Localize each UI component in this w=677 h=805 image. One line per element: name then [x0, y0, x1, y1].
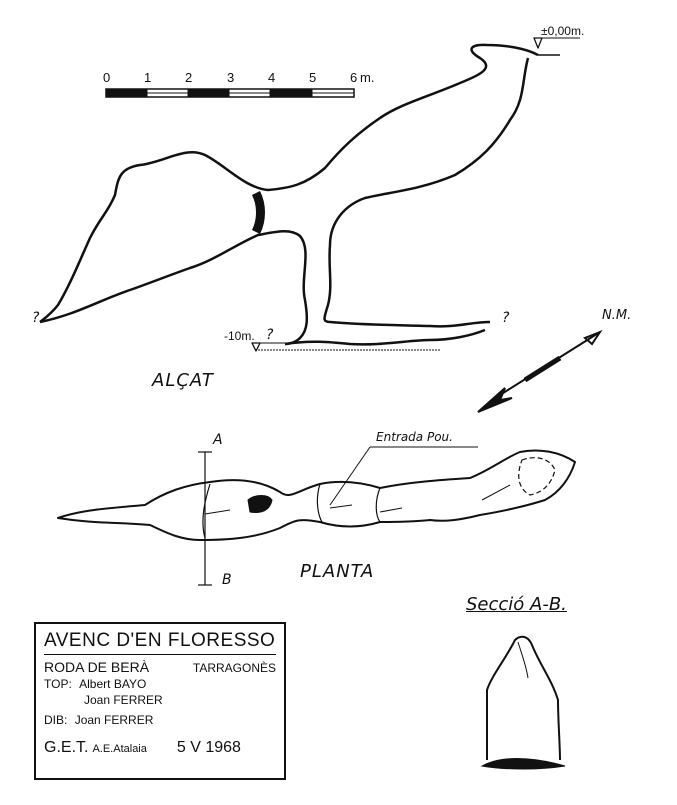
- unknown-mark-left: ?: [32, 310, 40, 326]
- footer-row: G.E.T. A.E.Atalaia 5 V 1968: [44, 739, 276, 757]
- topo-label: TOP:: [44, 677, 72, 691]
- group-sub: A.E.Atalaia: [92, 743, 147, 755]
- section-label: Secció A-B.: [466, 594, 567, 615]
- region: TARRAGONÈS: [192, 661, 276, 675]
- section-b-label: B: [222, 572, 232, 588]
- scale-tick-2: 2: [185, 70, 193, 85]
- title-block: AVENC D'EN FLORESSO RODA DE BERÀ TARRAGO…: [34, 622, 286, 780]
- town: RODA DE BERÀ: [44, 659, 150, 675]
- drawing-label: DIB:: [44, 713, 68, 727]
- drawing-name: Joan FERRER: [74, 713, 154, 727]
- drawing-row: DIB: Joan FERRER: [44, 713, 276, 727]
- topo-row-2: Joan FERRER: [44, 693, 276, 707]
- scale-unit: m.: [360, 70, 375, 85]
- elevation-label: ALÇAT: [152, 370, 214, 391]
- plan-view: [57, 446, 576, 586]
- cave-name: AVENC D'EN FLORESSO: [44, 630, 276, 651]
- scale-tick-3: 3: [227, 70, 235, 85]
- scale-tick-5: 5: [309, 70, 317, 85]
- datum-bottom-label: -10m.: [224, 329, 255, 343]
- scale-tick-0: 0: [103, 70, 111, 85]
- scale-bar: [105, 88, 355, 98]
- datum-top-label: ±0,00m.: [541, 24, 585, 38]
- topo-name-1: Albert BAYO: [79, 677, 147, 691]
- unknown-mark-middle: ?: [266, 327, 274, 343]
- title-divider: [44, 654, 276, 655]
- group-name: G.E.T.: [44, 739, 89, 756]
- topo-name-2: Joan FERRER: [84, 693, 163, 707]
- north-label: N.M.: [602, 308, 632, 323]
- section-a-label: A: [213, 432, 223, 448]
- scale-tick-4: 4: [268, 70, 276, 85]
- location-row: RODA DE BERÀ TARRAGONÈS: [44, 659, 276, 675]
- survey-date: 5 V 1968: [176, 739, 241, 756]
- plan-label: PLANTA: [300, 561, 375, 582]
- topo-row: TOP: Albert BAYO: [44, 677, 276, 691]
- scale-tick-6: 6: [350, 70, 358, 85]
- north-arrow-icon: [477, 329, 603, 413]
- scale-tick-1: 1: [144, 70, 152, 85]
- unknown-mark-right: ?: [502, 310, 510, 326]
- elevation-profile: [39, 37, 580, 352]
- section-a-b-drawing: [480, 635, 566, 770]
- entrance-label: Entrada Pou.: [376, 430, 453, 444]
